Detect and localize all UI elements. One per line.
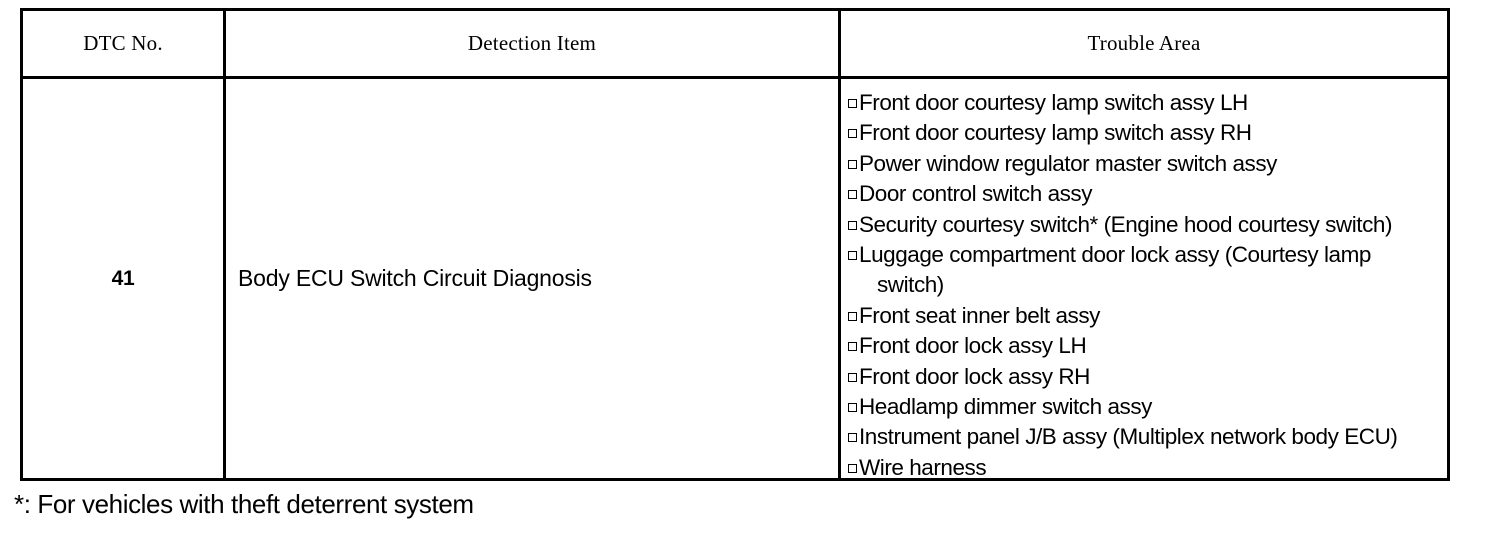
table-row: 41 Body ECU Switch Circuit Diagnosis Fro… [23,79,1447,480]
list-item: Front door courtesy lamp switch assy RH [848,118,1431,148]
square-bullet-icon [848,99,857,108]
square-bullet-icon [848,220,857,230]
column-header-dtc-no: DTC No. [83,31,163,55]
square-bullet-icon [848,251,857,261]
list-item: Front door lock assy RH [848,362,1431,392]
dtc-number-value: 41 [111,266,135,290]
square-bullet-icon [848,433,857,443]
list-item-label: Front door lock assy LH [859,333,1087,359]
list-item-label: Front door courtesy lamp switch assy RH [859,120,1252,146]
list-item: Power window regulator master switch ass… [848,149,1431,179]
square-bullet-icon [848,311,857,321]
list-item: Wire harness [848,453,1431,483]
list-item-label: Headlamp dimmer switch assy [859,394,1152,420]
list-item-label: Power window regulator master switch ass… [859,150,1277,176]
cell-detection-item: Body ECU Switch Circuit Diagnosis [223,79,838,478]
list-item-label: Front door courtesy lamp switch assy LH [859,90,1248,115]
list-item: Security courtesy switch* (Engine hood c… [848,210,1431,240]
column-header-trouble-area: Trouble Area [838,11,1447,76]
square-bullet-icon [848,372,857,382]
list-item-label: Front door lock assy RH [859,363,1090,389]
square-bullet-icon [848,403,857,413]
table-header-row: DTC No. Detection Item Trouble Area [23,11,1447,79]
list-item-label-continuation: switch) [877,272,944,298]
list-item: Front door lock assy LH [848,331,1431,361]
trouble-area-list: Front door courtesy lamp switch assy LH … [848,88,1447,483]
list-item: Instrument panel J/B assy (Multiplex net… [848,422,1431,452]
list-item-label: Instrument panel J/B assy (Multiplex net… [859,424,1398,450]
list-item: Front door courtesy lamp switch assy LH [848,88,1431,118]
cell-dtc-no: 41 [23,79,223,478]
dtc-table: DTC No. Detection Item Trouble Area 41 B… [20,8,1450,481]
list-item: Front seat inner belt assy [848,301,1431,331]
square-bullet-icon [848,129,857,139]
list-item-label: Security courtesy switch* (Engine hood c… [859,211,1392,237]
detection-item-value: Body ECU Switch Circuit Diagnosis [238,265,592,291]
footnote-text: *: For vehicles with theft deterrent sys… [14,489,474,519]
list-item-label: Front seat inner belt assy [859,302,1100,328]
cell-trouble-area: Front door courtesy lamp switch assy LH … [838,79,1447,480]
list-item: Luggage compartment door lock assy (Cour… [848,240,1431,301]
column-header-detection-item: Detection Item [223,11,838,76]
list-item: Door control switch assy [848,179,1431,209]
list-item: Headlamp dimmer switch assy [848,392,1431,422]
square-bullet-icon [848,463,857,473]
list-item-label: Luggage compartment door lock assy (Cour… [859,242,1371,268]
square-bullet-icon [848,159,857,169]
square-bullet-icon [848,342,857,352]
list-item-label: Wire harness [859,454,987,480]
list-item-label: Door control switch assy [859,181,1093,207]
square-bullet-icon [848,190,857,200]
